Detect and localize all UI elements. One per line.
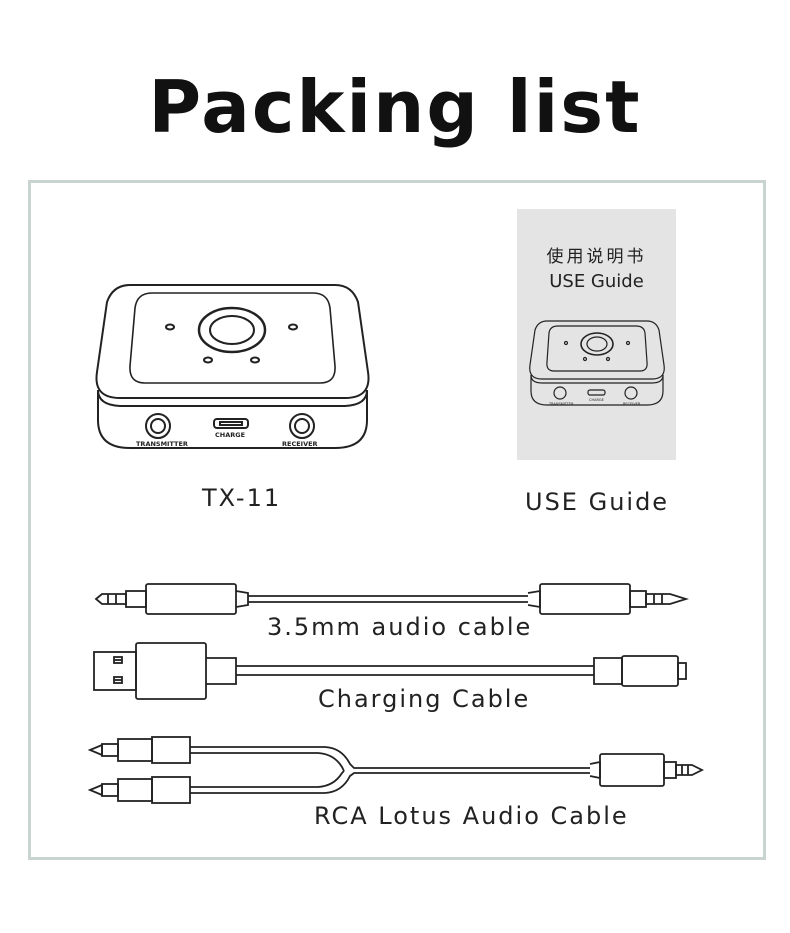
port-label-transmitter: TRANSMITTER: [136, 440, 188, 448]
use-guide-booklet: 使用说明书 USE Guide TRANSMITTER CHARGE RECEI…: [517, 209, 676, 460]
charging-cable-label: Charging Cable: [318, 685, 531, 713]
audio-cable-label: 3.5mm audio cable: [267, 613, 533, 641]
guide-cover-title-cn: 使用说明书: [546, 247, 647, 267]
svg-text:TRANSMITTER: TRANSMITTER: [548, 402, 574, 406]
port-label-receiver: RECEIVER: [282, 440, 318, 448]
rca-cable-label: RCA Lotus Audio Cable: [314, 802, 629, 830]
device-label: TX-11: [202, 484, 282, 512]
svg-text:CHARGE: CHARGE: [589, 398, 604, 402]
device-illustration: TRANSMITTER CHARGE RECEIVER: [95, 284, 370, 449]
page-title: Packing list: [148, 65, 642, 149]
charging-cable-illustration: [93, 642, 687, 700]
port-label-charge: CHARGE: [215, 431, 245, 439]
guide-label: USE Guide: [525, 488, 670, 516]
svg-text:RECEIVER: RECEIVER: [623, 402, 641, 406]
audio-cable-illustration: [94, 583, 690, 615]
rca-cable-illustration: [87, 736, 705, 804]
guide-cover-title-en: USE Guide: [549, 271, 644, 292]
guide-device-image: TRANSMITTER CHARGE RECEIVER: [529, 320, 665, 406]
